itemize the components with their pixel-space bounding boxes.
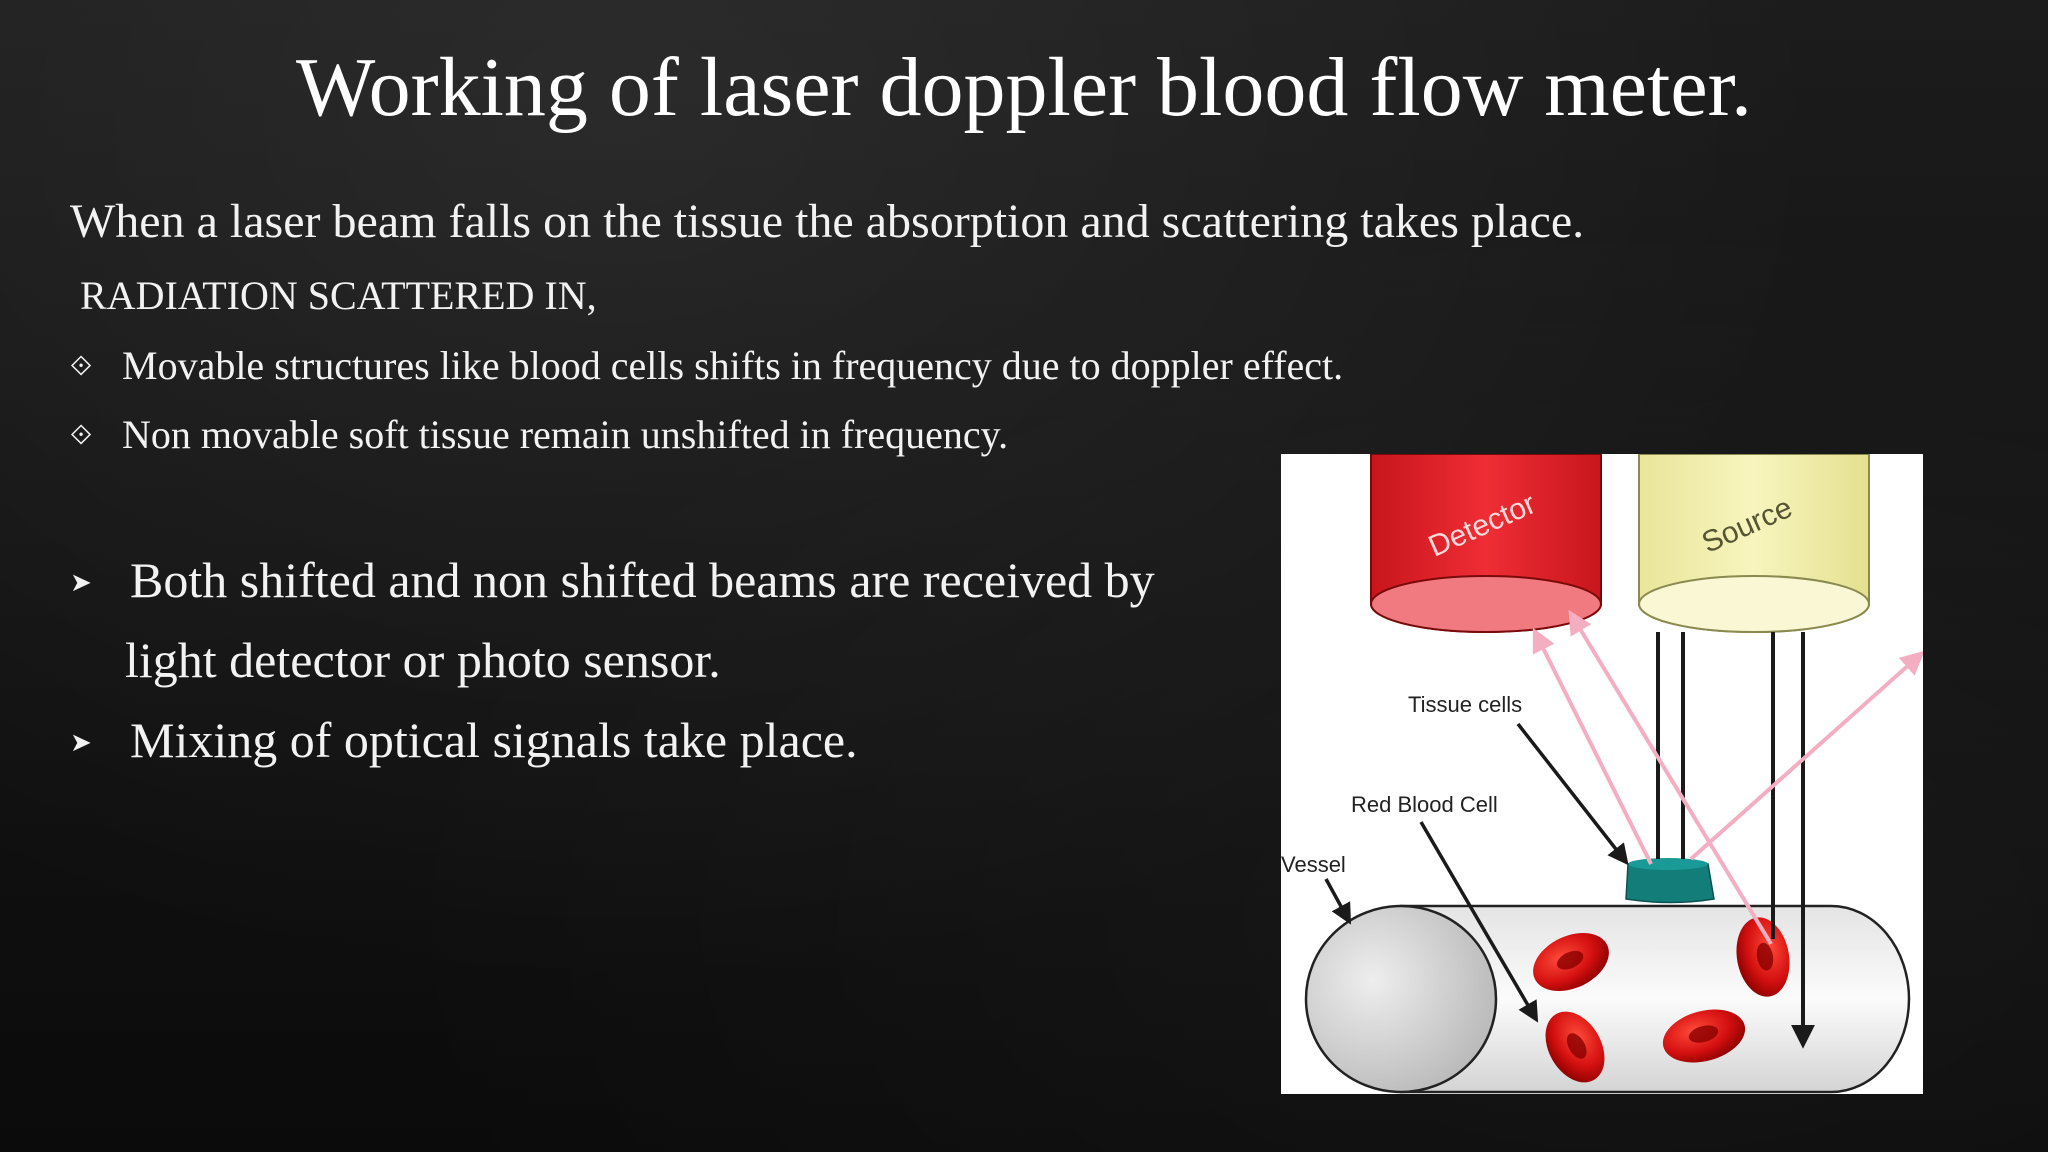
bullet-text: Mixing of optical signals take place. [130,712,858,768]
bullet-text: Both shifted and non shifted beams are r… [130,552,1155,608]
diamond-bullet-icon: ⟐ [70,418,93,451]
arrow-bullet-item: ➤ Both shifted and non shifted beams are … [70,548,1155,615]
source-cylinder: Source [1638,454,1870,633]
arrow-bullet-item: ➤ Mixing of optical signals take place. [70,708,858,775]
doppler-diagram: Detector Source [1281,454,1923,1094]
tissue-cell [1625,858,1715,904]
diamond-bullet-icon: ⟐ [70,349,93,382]
scattered-beams [1532,609,1923,946]
red-blood-cells [1533,917,1790,1083]
bullet-continuation: light detector or photo sensor. [125,628,721,692]
bullet-text: Movable structures like blood cells shif… [122,343,1344,388]
diamond-bullet-item: ⟐ Non movable soft tissue remain unshifte… [70,409,1008,461]
red-blood-cell-label: Red Blood Cell [1351,792,1498,817]
arrow-bullet-icon: ➤ [70,568,92,598]
diamond-bullet-item: ⟐ Movable structures like blood cells shi… [70,340,1343,392]
detector-cylinder: Detector [1370,454,1602,633]
bullet-text: Non movable soft tissue remain unshifted… [122,412,1009,457]
intro-text: When a laser beam falls on the tissue th… [70,195,1585,248]
slide-title: Working of laser doppler blood flow mete… [296,41,1752,134]
tissue-cells-label: Tissue cells [1408,692,1522,717]
vessel-label: Vessel [1281,852,1346,877]
vessel [1304,904,1911,1094]
subheading: RADIATION SCATTERED IN, [80,273,597,318]
label-pointer-arrows [1324,722,1629,1023]
bullet-text: light detector or photo sensor. [125,632,721,688]
arrow-bullet-icon: ➤ [70,728,92,758]
